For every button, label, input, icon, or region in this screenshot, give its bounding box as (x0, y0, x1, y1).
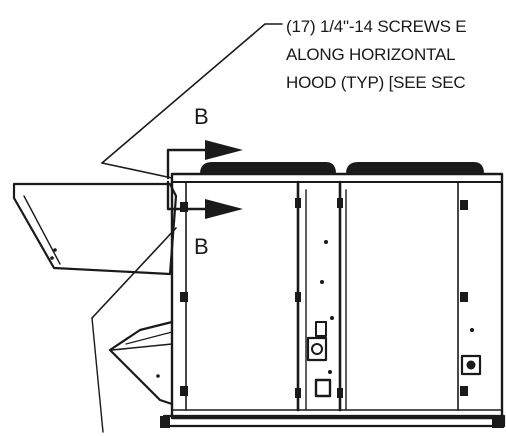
hinge-icon (180, 292, 188, 302)
controller-knob (466, 360, 476, 370)
access-port-icon (314, 378, 332, 398)
screw-icon (330, 316, 334, 320)
leader-line-upper (101, 23, 283, 164)
outdoor-air-hood-upper (12, 182, 178, 276)
screw-icon (324, 240, 328, 244)
screw-icon (328, 370, 332, 374)
hood-rivet-icon (50, 256, 54, 260)
lower-hood-edge (111, 343, 173, 351)
screw-callout-note: (17) 1/4"-14 SCREWS E ALONG HORIZONTAL H… (286, 17, 467, 92)
unit-top-caps (200, 162, 484, 174)
callout-leader-lines (91, 23, 283, 433)
latch-icon (295, 198, 301, 208)
section-arrow-upper-icon (205, 140, 243, 160)
lower-hood-outline (108, 320, 174, 406)
cabinet-outline (170, 172, 504, 420)
section-arrow-lower-icon (205, 199, 243, 219)
note-line-3: HOOD (TYP) [SEE SEC (286, 73, 465, 92)
section-b-upper-marker: B (166, 104, 243, 180)
outdoor-air-hood-lower (108, 320, 174, 406)
unit-cabinet (160, 172, 506, 428)
section-cut-line-lower (166, 180, 210, 211)
latch-icon (337, 198, 343, 208)
hood-outline (12, 182, 178, 276)
hood-rivet-icon (53, 248, 57, 252)
disconnect-switch-icon (306, 321, 328, 362)
hinge-icon (460, 386, 468, 396)
base-rail-foot-left (160, 416, 170, 428)
disconnect-knob (311, 343, 323, 355)
hinge-icon (460, 200, 468, 210)
latch-icon (295, 292, 301, 302)
note-line-2: ALONG HORIZONTAL (286, 45, 455, 64)
leader-line-lower-tail (91, 317, 104, 433)
top-cap-left (200, 162, 336, 174)
note-line-1: (17) 1/4"-14 SCREWS E (286, 17, 466, 36)
latch-icon (337, 388, 343, 398)
hinge-icon (180, 202, 188, 212)
leader-line-upper-branch (101, 162, 173, 179)
hood-inner-edge (23, 195, 61, 265)
lower-hood-flange (125, 331, 173, 345)
section-cut-line-upper (166, 148, 210, 180)
screw-icon (320, 280, 324, 284)
top-cap-right (346, 162, 484, 174)
lower-hood-rivet-icon (156, 374, 160, 378)
hinge-icon (460, 292, 468, 302)
controller-box (460, 354, 482, 376)
controller-box-icon (460, 354, 482, 376)
latch-icon (295, 388, 301, 398)
section-b-lower-marker: B (166, 180, 243, 259)
disconnect-handle (315, 321, 327, 337)
section-label-upper: B (194, 104, 209, 129)
section-label-lower: B (194, 234, 209, 259)
disconnect-box (306, 336, 328, 362)
screw-icon (470, 328, 474, 332)
hinge-icon (180, 386, 188, 396)
base-rail-foot-right (492, 416, 504, 428)
